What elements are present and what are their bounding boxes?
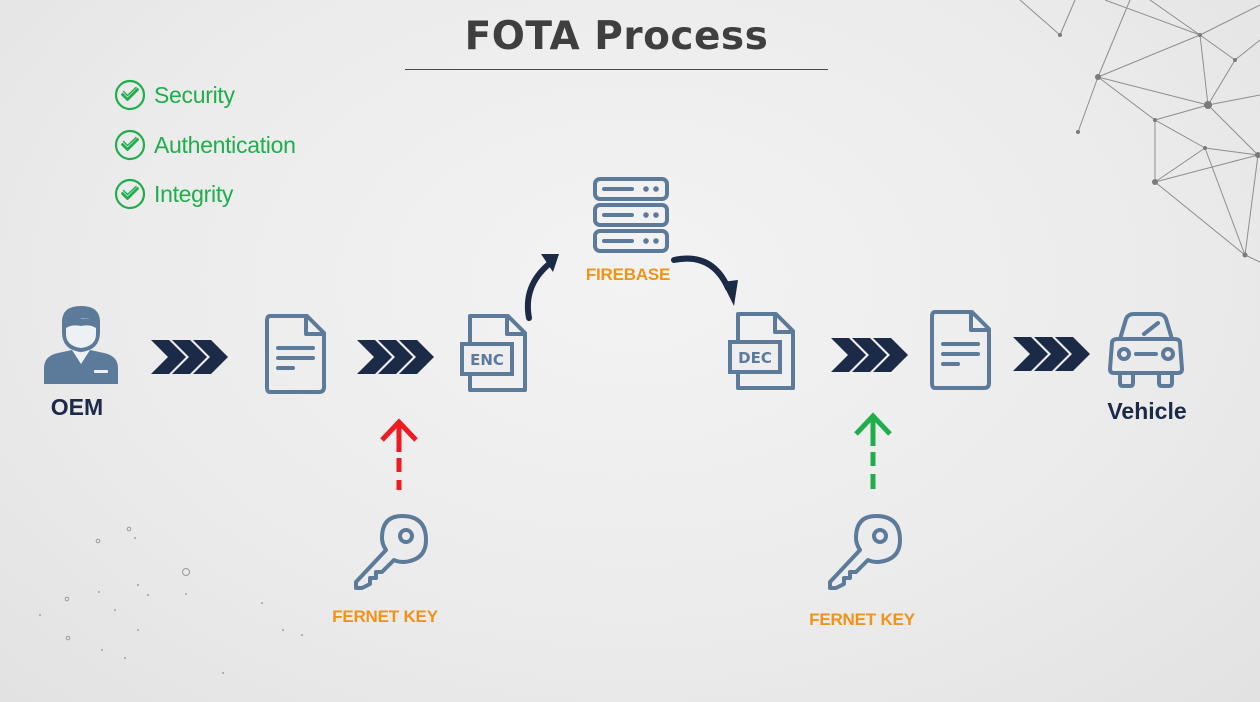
chevrons-right-icon (357, 340, 434, 374)
file-dec-icon: DEC (728, 312, 795, 390)
chevrons-right-icon (831, 338, 908, 372)
car-icon (1108, 312, 1184, 388)
dots-decoration (39, 526, 303, 674)
curved-arrow-down-icon (671, 255, 738, 306)
feature-integrity: Integrity (114, 178, 233, 210)
page-title: FOTA Process (464, 14, 769, 59)
feature-label: Security (154, 81, 235, 108)
check-circle-icon (114, 79, 146, 111)
key-icon (828, 514, 902, 590)
dec-label: DEC (738, 349, 772, 367)
feature-security: Security (114, 79, 235, 111)
vehicle-label: Vehicle (1107, 398, 1187, 424)
server-icon (593, 177, 669, 253)
dashed-arrow-up-icon (380, 418, 418, 490)
dashed-arrow-up-icon (854, 412, 892, 489)
chevrons-right-icon (1013, 337, 1090, 371)
check-circle-icon (114, 178, 146, 210)
feature-label: Authentication (154, 131, 296, 158)
check-circle-icon (114, 129, 146, 161)
file-enc-icon: ENC (460, 314, 527, 392)
chevrons-right-icon (151, 340, 228, 374)
fernet-key-label: FERNET KEY (809, 610, 915, 629)
fernet-key-label: FERNET KEY (332, 607, 438, 626)
user-icon (44, 306, 118, 384)
network-decoration (1019, 0, 1260, 263)
key-icon (354, 514, 428, 590)
feature-authentication: Authentication (114, 129, 296, 161)
document-icon (930, 310, 991, 390)
feature-label: Integrity (154, 180, 234, 207)
curved-arrow-up-icon (525, 254, 559, 321)
title-underline (405, 69, 828, 70)
document-icon (265, 314, 326, 394)
firebase-label: FIREBASE (585, 265, 671, 284)
oem-label: OEM (50, 394, 104, 420)
enc-label: ENC (470, 351, 504, 369)
